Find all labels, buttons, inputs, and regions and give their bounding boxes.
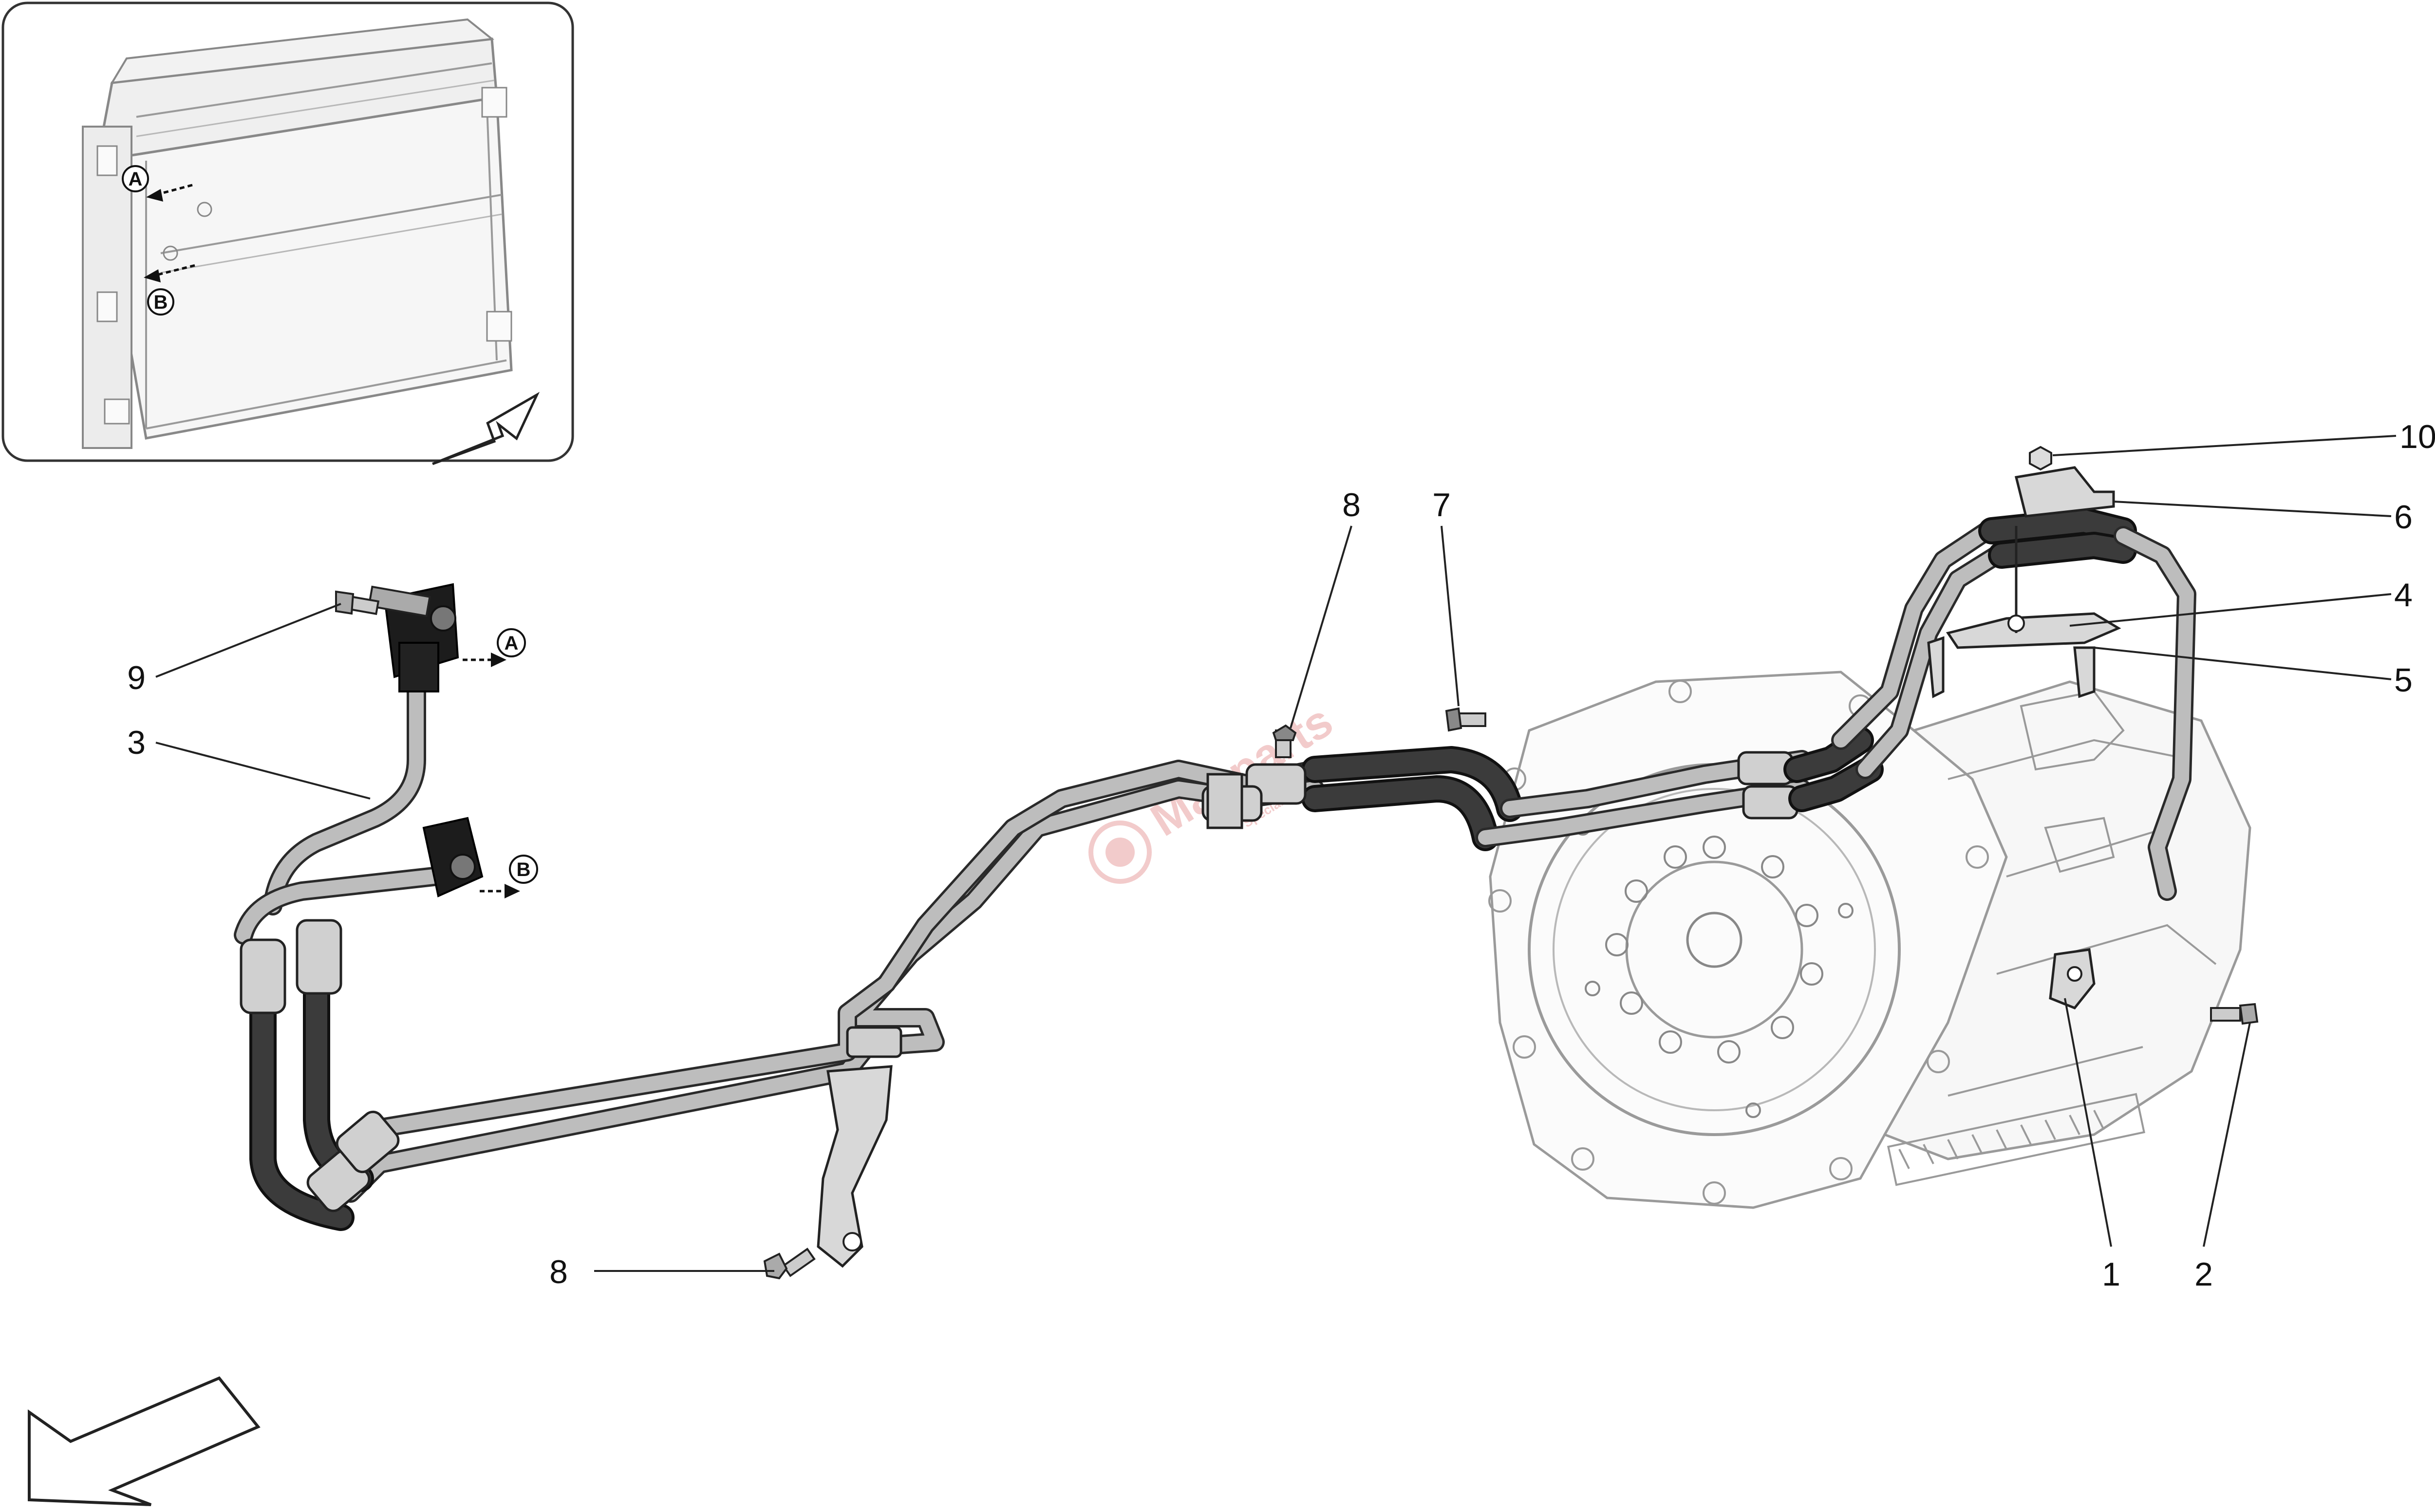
callout-8-top: 8 bbox=[1342, 486, 1361, 523]
callout-8-bottom: 8 bbox=[549, 1253, 568, 1290]
main-connection-a: A bbox=[463, 628, 526, 667]
callout-3: 3 bbox=[127, 724, 146, 761]
bolt-8-bottom bbox=[763, 1248, 816, 1280]
transmission-illustration bbox=[1488, 671, 2251, 1209]
callout-2: 2 bbox=[2194, 1256, 2213, 1293]
main-label-b: B bbox=[517, 859, 531, 880]
callouts: 9 3 8 8 7 10 6 4 5 1 2 bbox=[127, 418, 2435, 1293]
pipe-clamp-block bbox=[1206, 773, 1243, 829]
inset-label-a: A bbox=[129, 168, 143, 190]
bracket-5 bbox=[1927, 636, 2096, 698]
bolt-9 bbox=[335, 590, 380, 615]
connector-b bbox=[422, 817, 484, 897]
callout-6: 6 bbox=[2394, 499, 2413, 536]
main-label-a: A bbox=[505, 633, 519, 654]
front-direction-arrow bbox=[28, 1376, 261, 1506]
bolt-7 bbox=[1445, 707, 1486, 732]
bolt-8-top bbox=[1272, 724, 1297, 758]
inset-panel: A B bbox=[1, 1, 574, 466]
bracket-4 bbox=[1946, 526, 2121, 649]
hose-ferrules-left bbox=[240, 919, 400, 1213]
callout-9: 9 bbox=[127, 659, 146, 696]
inset-connection-b: B bbox=[144, 264, 195, 316]
clip-1 bbox=[2049, 948, 2096, 1010]
leader-lines bbox=[155, 435, 2397, 1272]
inset-view-arrow bbox=[432, 392, 540, 466]
oil-cooler-pipe-assembly bbox=[234, 507, 2196, 1231]
inset-label-b: B bbox=[154, 292, 168, 313]
radiator-illustration bbox=[82, 18, 513, 449]
callout-7: 7 bbox=[1432, 486, 1451, 523]
nut-10 bbox=[2029, 446, 2052, 471]
bracket-6 bbox=[2014, 466, 2115, 518]
main-connection-b: B bbox=[480, 855, 538, 898]
callout-4: 4 bbox=[2394, 577, 2413, 614]
bolt-2 bbox=[2210, 1003, 2259, 1025]
connector-a bbox=[368, 583, 459, 692]
inset-connection-a: A bbox=[122, 165, 193, 202]
callout-1: 1 bbox=[2102, 1256, 2120, 1293]
callout-5: 5 bbox=[2394, 662, 2413, 699]
lower-pipe-bracket bbox=[817, 1026, 902, 1268]
callout-10: 10 bbox=[2399, 418, 2435, 455]
